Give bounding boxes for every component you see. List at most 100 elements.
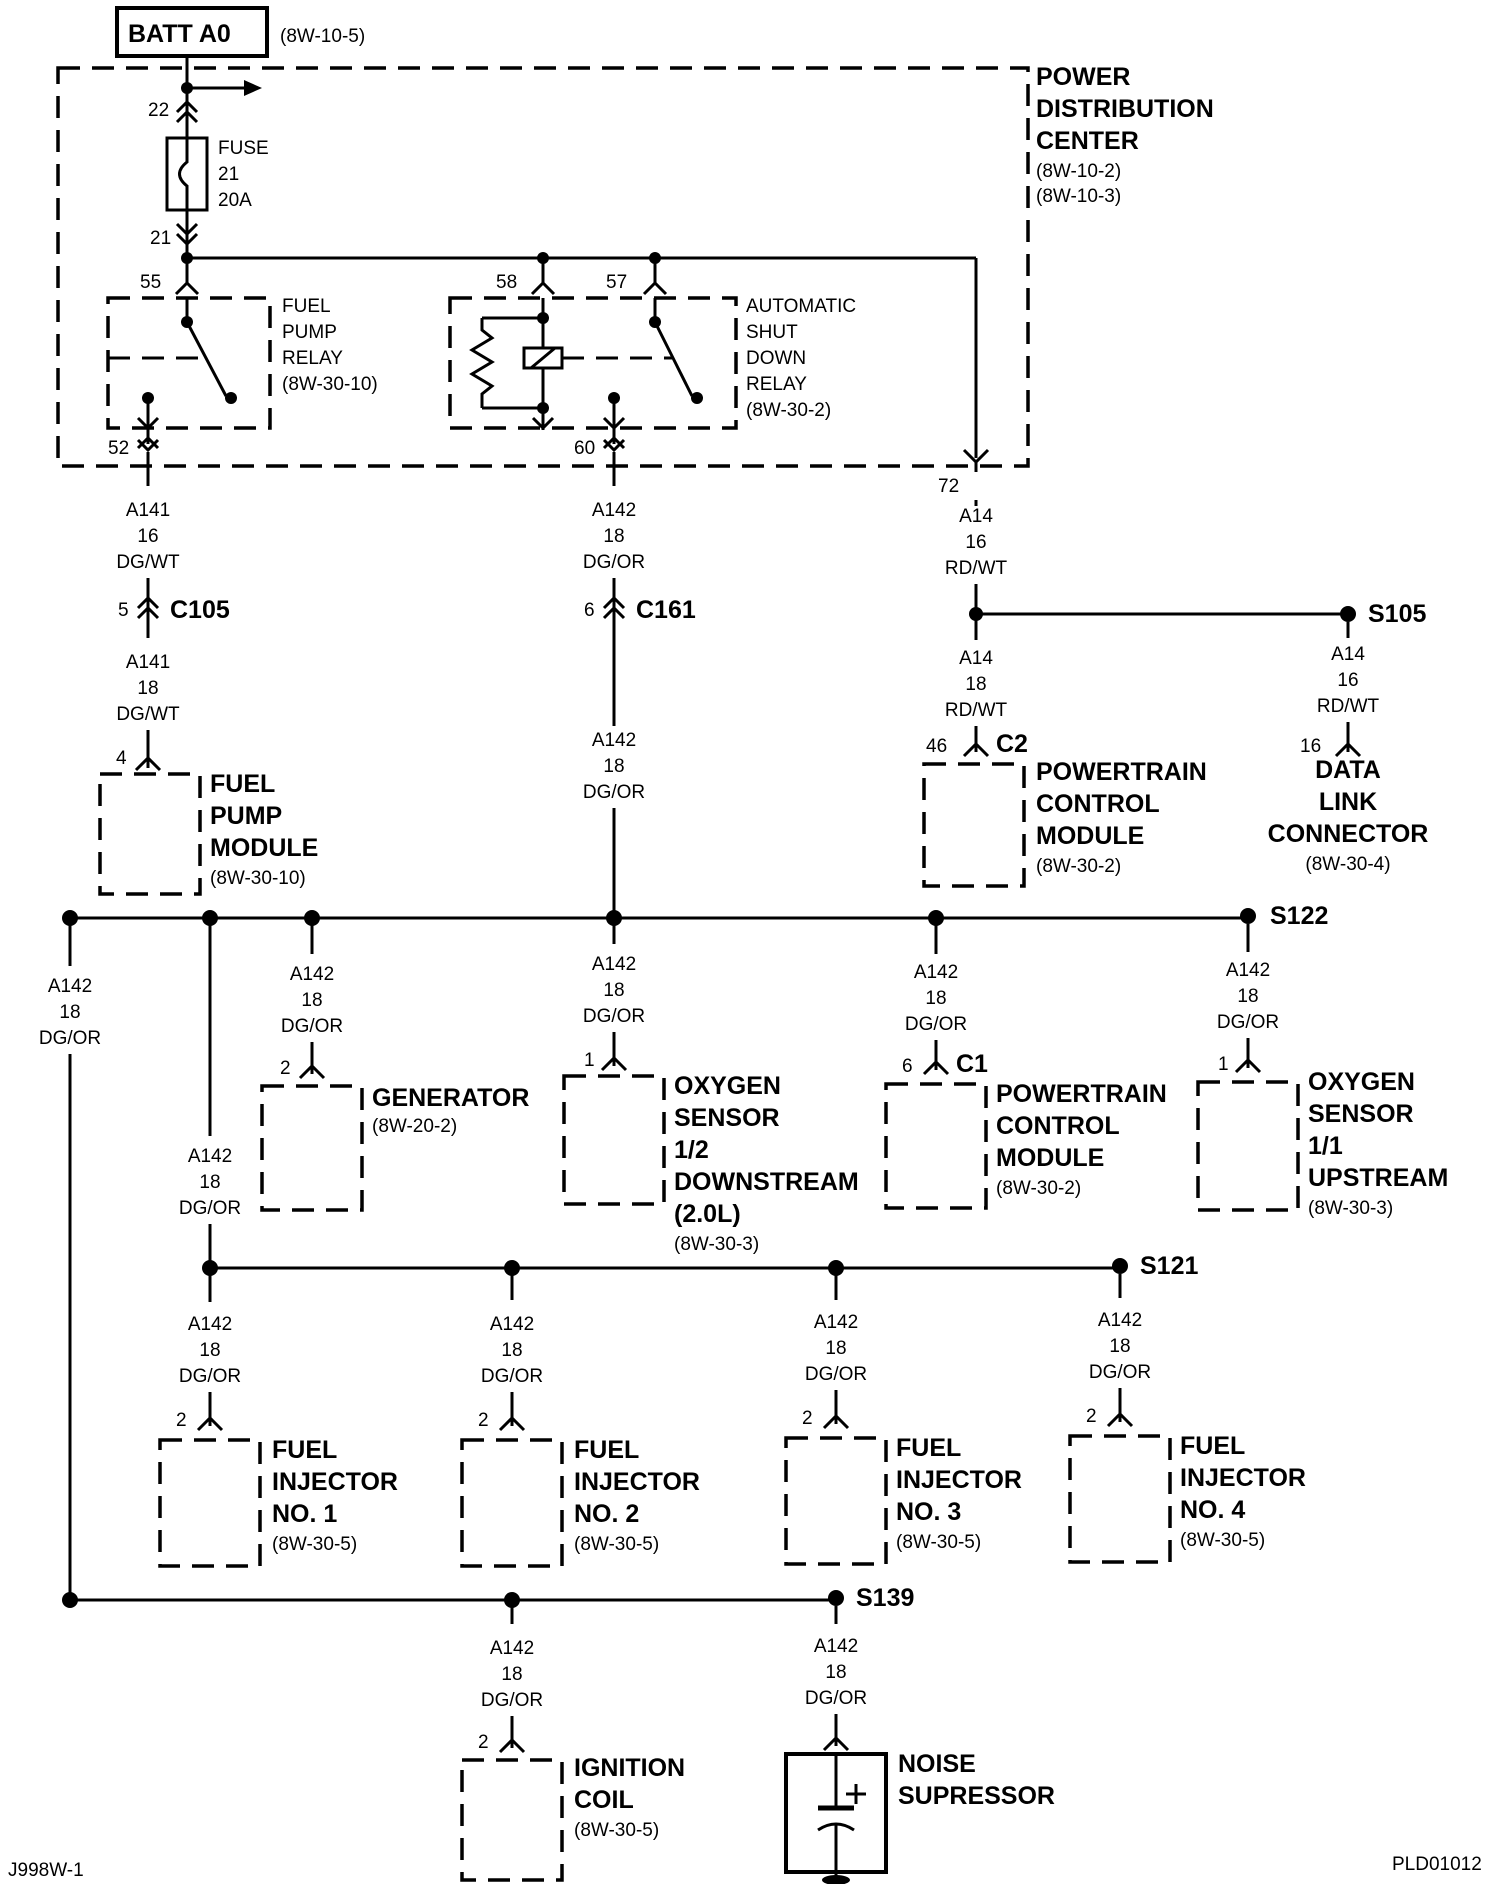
c105-name: C105 <box>170 596 230 624</box>
pcm-c1-ref: (8W-30-2) <box>996 1178 1081 1199</box>
o2u-wire-id: A142 <box>1226 960 1270 981</box>
pdc-title-2: DISTRIBUTION <box>1036 95 1214 123</box>
asd-label-4: RELAY <box>746 374 807 395</box>
asd-pin-57: 57 <box>606 272 627 293</box>
fuse-pin-out: 21 <box>150 228 171 249</box>
o2u-wire-color: DG/OR <box>1217 1012 1279 1033</box>
inj4-wire-id: A142 <box>1098 1310 1142 1331</box>
inj1-wire-color: DG/OR <box>179 1366 241 1387</box>
o2d-label-1: OXYGEN <box>674 1072 781 1100</box>
fuse-number: 21 <box>218 164 239 185</box>
pcm-c1-label-3: MODULE <box>996 1144 1104 1172</box>
inj3-label-1: FUEL <box>896 1434 961 1462</box>
dlc-label-1: DATA <box>1315 756 1381 784</box>
fuse-21: 22 FUSE 21 20A 21 <box>148 56 269 264</box>
c161-pin: 6 <box>584 600 595 621</box>
s139-label: S139 <box>856 1584 914 1612</box>
batt-a0-label: BATT A0 <box>128 20 231 48</box>
a14-16-color: RD/WT <box>945 558 1008 579</box>
dlc-ref: (8W-30-4) <box>1305 854 1390 875</box>
inj2-label-1: FUEL <box>574 1436 639 1464</box>
left-drop-gauge: 18 <box>59 1002 80 1023</box>
coil-wire-id: A142 <box>490 1638 534 1659</box>
inj4-pin: 2 <box>1086 1406 1097 1427</box>
o2d-wire-id: A142 <box>592 954 636 975</box>
gen-wire-gauge: 18 <box>301 990 322 1011</box>
fpr-ref: (8W-30-10) <box>282 374 378 395</box>
pcm-c1-wire-gauge: 18 <box>925 988 946 1009</box>
pdc-bus: 72 <box>187 252 990 497</box>
fpr-pin-52: 52 <box>108 438 129 459</box>
o2u-ref: (8W-30-3) <box>1308 1198 1393 1219</box>
gen-wire-color: DG/OR <box>281 1016 343 1037</box>
left-drop: A142 18 DG/OR <box>39 918 101 1600</box>
noise-wire-color: DG/OR <box>805 1688 867 1709</box>
pdc-outline <box>56 66 1030 468</box>
noise-wire-id: A142 <box>814 1636 858 1657</box>
s105-label: S105 <box>1368 600 1426 628</box>
o2u-label-2: SENSOR <box>1308 1100 1414 1128</box>
inj3-wire-color: DG/OR <box>805 1364 867 1385</box>
pcm-c1: A142 18 DG/OR 6 C1 POWERTRAIN CONTROL MO… <box>884 918 1167 1210</box>
a14-18-gauge: 18 <box>965 674 986 695</box>
inj3-ref: (8W-30-5) <box>896 1532 981 1553</box>
a141-18-id: A141 <box>126 652 170 673</box>
coil-wire-gauge: 18 <box>501 1664 522 1685</box>
generator: A142 18 DG/OR 2 GENERATOR (8W-20-2) <box>260 918 529 1212</box>
pcm-c2-ref: (8W-30-2) <box>1036 856 1121 877</box>
inj1-wire-gauge: 18 <box>199 1340 220 1361</box>
fuel-injector-3: A142 18 DG/OR 2 FUEL INJECTOR NO. 3 (8W-… <box>784 1268 1022 1566</box>
footer-left: J998W-1 <box>8 1860 84 1881</box>
inj1-label-3: NO. 1 <box>272 1500 337 1528</box>
a14-dlc-gauge: 16 <box>1337 670 1358 691</box>
inj4-wire-gauge: 18 <box>1109 1336 1130 1357</box>
batt-a0-box <box>115 6 269 58</box>
o2u-label-3: 1/1 <box>1308 1132 1343 1160</box>
dlc-pin: 16 <box>1300 736 1321 757</box>
inj2-label-2: INJECTOR <box>574 1468 700 1496</box>
inj4-ref: (8W-30-5) <box>1180 1530 1265 1551</box>
fpm-label-1: FUEL <box>210 770 275 798</box>
inj2-wire-id: A142 <box>490 1314 534 1335</box>
o2u-label-1: OXYGEN <box>1308 1068 1415 1096</box>
a141-16-id: A141 <box>126 500 170 521</box>
a14-16-gauge: 16 <box>965 532 986 553</box>
gen-wire-id: A142 <box>290 964 334 985</box>
c1-pin: 6 <box>902 1056 913 1077</box>
a142-main-gauge: 18 <box>603 526 624 547</box>
fpr-pin-55: 55 <box>140 272 161 293</box>
dlc-label-3: CONNECTOR <box>1268 820 1429 848</box>
c2-pin: 46 <box>926 736 947 757</box>
pcm-c2-label-3: MODULE <box>1036 822 1144 850</box>
o2d-label-3: 1/2 <box>674 1136 709 1164</box>
fuse-amps: 20A <box>218 190 252 211</box>
a14-dlc-color: RD/WT <box>1317 696 1380 717</box>
inj1-pin: 2 <box>176 1410 187 1431</box>
fpm-label-3: MODULE <box>210 834 318 862</box>
fpr-label-1: FUEL <box>282 296 331 317</box>
o2u-wire-gauge: 18 <box>1237 986 1258 1007</box>
c161-name: C161 <box>636 596 696 624</box>
s121-feed-gauge: 18 <box>199 1172 220 1193</box>
inj3-wire-id: A142 <box>814 1312 858 1333</box>
c1-name: C1 <box>956 1050 988 1078</box>
fpr-label-3: RELAY <box>282 348 343 369</box>
a142-c161-gauge: 18 <box>603 756 624 777</box>
asd-ref: (8W-30-2) <box>746 400 831 421</box>
c2-name: C2 <box>996 730 1028 758</box>
dlc-label-2: LINK <box>1319 788 1377 816</box>
fpm-pin: 4 <box>116 748 127 769</box>
splice-s122-bus: S122 <box>62 902 1328 930</box>
coil-wire-color: DG/OR <box>481 1690 543 1711</box>
fuel-injector-4: A142 18 DG/OR 2 FUEL INJECTOR NO. 4 (8W-… <box>1068 1274 1306 1564</box>
a141-18-color: DG/WT <box>116 704 180 725</box>
o2d-label-2: SENSOR <box>674 1104 780 1132</box>
s121-feed-id: A142 <box>188 1146 232 1167</box>
footer-right: PLD01012 <box>1392 1854 1482 1875</box>
o2d-wire-gauge: 18 <box>603 980 624 1001</box>
asd-label-3: DOWN <box>746 348 806 369</box>
pdc-title-1: POWER <box>1036 63 1130 91</box>
s121-feed: A142 18 DG/OR <box>179 918 241 1270</box>
a141-18-gauge: 18 <box>137 678 158 699</box>
o2d-ref: (8W-30-3) <box>674 1234 759 1255</box>
